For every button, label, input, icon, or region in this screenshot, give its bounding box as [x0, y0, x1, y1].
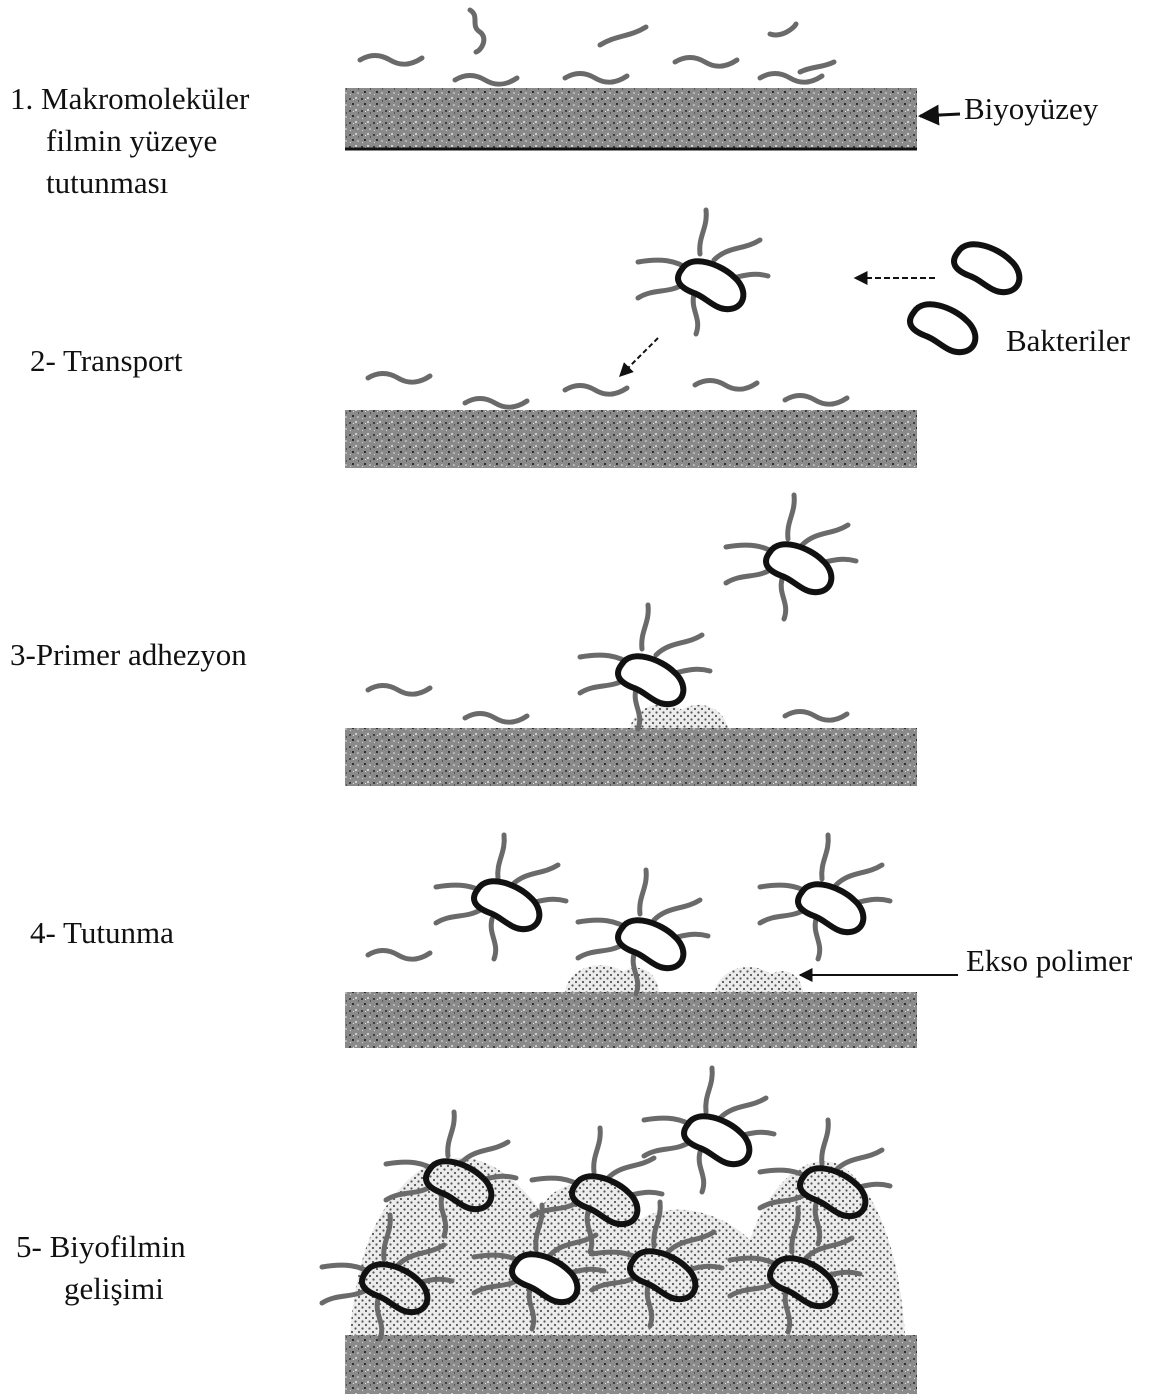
exopolymer-mound — [565, 965, 659, 992]
bacterium — [954, 244, 1019, 292]
surface-slab — [345, 410, 917, 468]
exopolymer-mound — [630, 704, 728, 728]
surface-slab — [345, 88, 917, 150]
stage-4-art — [345, 835, 958, 1048]
stage-3-art — [345, 495, 917, 786]
bacterium — [684, 1116, 749, 1164]
bacterium — [766, 544, 831, 592]
bacterium — [910, 304, 975, 352]
bacterium — [618, 920, 683, 968]
exopolymer-mound — [715, 967, 803, 992]
bacterium — [678, 261, 743, 309]
surface-slab — [345, 1335, 917, 1394]
stage-1-art — [345, 10, 960, 150]
stage-2-art — [345, 210, 1019, 468]
stage-5-art — [322, 1068, 917, 1394]
surface-slab — [345, 992, 917, 1048]
surface-slab — [345, 728, 917, 786]
bacterium — [618, 656, 683, 704]
bacterium — [798, 884, 863, 932]
bacterium — [474, 881, 539, 929]
